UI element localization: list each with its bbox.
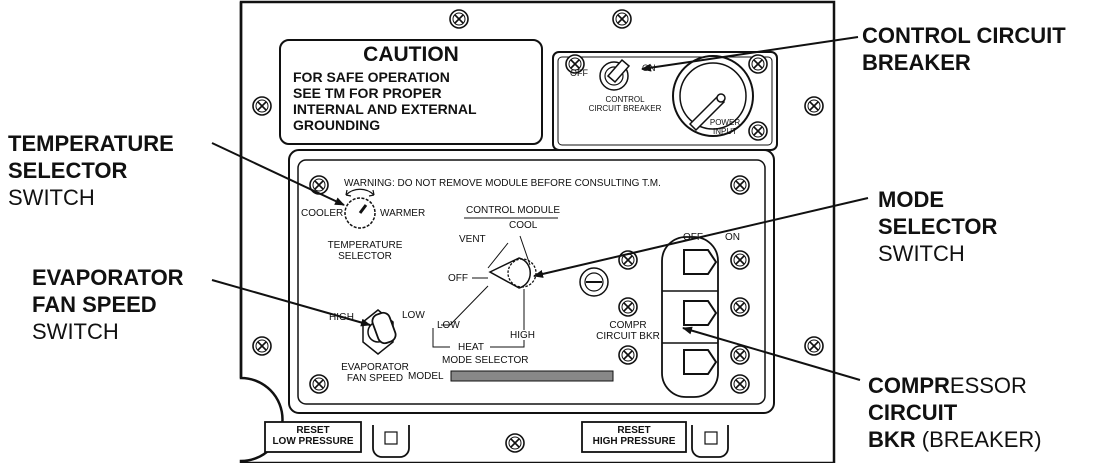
module-screw-icon — [618, 345, 638, 365]
callout-line: FAN SPEED — [32, 292, 157, 317]
mode-off-label: OFF — [448, 273, 468, 284]
module-screw-icon — [730, 297, 750, 317]
module-screw-icon — [730, 250, 750, 270]
temperature-selector-label: TEMPERATURE SELECTOR — [320, 240, 410, 262]
fan-high-label: HIGH — [329, 312, 354, 323]
caution-title: CAUTION — [363, 43, 459, 66]
caution-box: CAUTION FOR SAFE OPERATION SEE TM FOR PR… — [279, 39, 543, 145]
fan-speed-label: EVAPORATOR FAN SPEED — [330, 362, 420, 384]
panel-screw-icon — [804, 336, 824, 356]
callout-compressor-circuit-breaker: COMPRESSOR CIRCUIT BKR (BREAKER) — [868, 372, 1042, 453]
panel-screw-icon — [252, 336, 272, 356]
mode-high-label: HIGH — [510, 330, 535, 341]
reset-low-pressure-button: RESET LOW PRESSURE — [265, 425, 361, 447]
round-plug-icon — [579, 267, 609, 297]
control-breaker-label-line: CONTROL — [605, 95, 645, 104]
callout-line-mode — [533, 197, 869, 278]
reset-low-line: RESET — [296, 425, 330, 436]
panel-screw-icon — [252, 96, 272, 116]
callout-line-evaporator — [211, 279, 371, 327]
callout-line: ESSOR — [949, 373, 1027, 398]
module-screw-icon — [618, 297, 638, 317]
module-screw-icon — [730, 175, 750, 195]
fan-speed-label-line: FAN SPEED — [346, 373, 404, 384]
caution-line: INTERNAL AND EXTERNAL — [293, 101, 477, 117]
callout-line: CONTROL CIRCUIT — [862, 23, 1066, 48]
breaker-screw-icon — [748, 121, 768, 141]
callout-line: BKR — [868, 427, 916, 452]
callout-line: MODE — [878, 187, 944, 212]
callout-line: SELECTOR — [878, 214, 998, 239]
control-breaker-label-line: CIRCUIT BREAKER — [588, 104, 662, 113]
fan-speed-label-line: EVAPORATOR — [341, 362, 409, 373]
callout-line: SWITCH — [32, 319, 119, 344]
control-breaker-toggle-icon — [599, 58, 631, 91]
callout-line: BREAKER — [862, 50, 971, 75]
callout-line-temperature — [211, 142, 345, 206]
callout-line: TEMPERATURE — [8, 131, 174, 156]
module-warning: WARNING: DO NOT REMOVE MODULE BEFORE CON… — [344, 178, 661, 189]
callout-line: SWITCH — [8, 185, 95, 210]
callout-control-circuit-breaker: CONTROL CIRCUIT BREAKER — [862, 22, 1066, 76]
mode-heat-label: HEAT — [458, 342, 484, 353]
temperature-selector-label-line: SELECTOR — [338, 251, 392, 262]
temperature-selector-knob-icon — [344, 188, 376, 229]
module-screw-icon — [730, 374, 750, 394]
reset-low-line: LOW PRESSURE — [272, 436, 354, 447]
panel-screw-icon — [612, 9, 632, 29]
power-input-connector-icon — [672, 55, 754, 137]
module-screw-icon — [730, 345, 750, 365]
panel-screw-icon — [505, 433, 525, 453]
control-module-title: CONTROL MODULE — [466, 205, 561, 216]
caution-body: FOR SAFE OPERATION SEE TM FOR PROPER INT… — [293, 69, 477, 133]
cooler-label: COOLER — [301, 208, 344, 219]
panel-screw-icon — [804, 96, 824, 116]
control-breaker-label: CONTROL CIRCUIT BREAKER — [580, 95, 670, 113]
callout-line: EVAPORATOR — [32, 265, 184, 290]
mode-selector-label: MODE SELECTOR — [442, 355, 529, 366]
caution-line: SEE TM FOR PROPER — [293, 85, 442, 101]
control-breaker-on-label: ON — [642, 63, 656, 73]
reset-high-line: RESET — [617, 425, 651, 436]
callout-line-compressor — [682, 326, 861, 381]
compr-circuit-bkr-label: COMPR CIRCUIT BKR — [585, 320, 671, 342]
caution-line: FOR SAFE OPERATION — [293, 69, 450, 85]
compr-label-line: CIRCUIT BKR — [596, 331, 660, 342]
compr-off-label: OFF — [683, 232, 703, 243]
temperature-selector-label-line: TEMPERATURE — [327, 240, 403, 251]
model-label: MODEL — [408, 371, 444, 382]
compr-on-label: ON — [725, 232, 740, 243]
callout-line: (BREAKER) — [915, 427, 1042, 452]
panel-screw-icon — [449, 9, 469, 29]
caution-line: GROUNDING — [293, 117, 381, 133]
compressor-breaker-icon — [661, 236, 719, 398]
control-breaker-off-label: OFF — [570, 68, 588, 78]
compr-label-line: COMPR — [609, 320, 647, 331]
power-input-label-line: INPUT — [713, 127, 737, 136]
callout-evaporator-fan-speed: EVAPORATOR FAN SPEED SWITCH — [32, 264, 184, 345]
mode-cool-label: COOL — [509, 220, 538, 231]
model-plate — [450, 370, 614, 382]
callout-mode-selector: MODE SELECTOR SWITCH — [878, 186, 997, 267]
callout-line-control-circuit — [641, 36, 859, 72]
warmer-label: WARMER — [380, 208, 426, 219]
reset-high-line: HIGH PRESSURE — [592, 436, 676, 447]
callout-temperature-selector: TEMPERATURE SELECTOR SWITCH — [8, 130, 174, 211]
breaker-screw-icon — [748, 54, 768, 74]
mode-vent-label: VENT — [459, 234, 486, 245]
power-input-label-line: POWER — [709, 118, 741, 127]
callout-line: COMPR — [868, 373, 950, 398]
fan-low-label: LOW — [402, 310, 425, 321]
power-input-label: POWER INPUT — [700, 118, 750, 136]
module-screw-icon — [309, 374, 329, 394]
mode-low-label: LOW — [437, 320, 460, 331]
reset-high-pressure-button: RESET HIGH PRESSURE — [582, 425, 686, 447]
callout-line: SWITCH — [878, 241, 965, 266]
callout-line: CIRCUIT — [868, 400, 958, 425]
callout-line: SELECTOR — [8, 158, 128, 183]
